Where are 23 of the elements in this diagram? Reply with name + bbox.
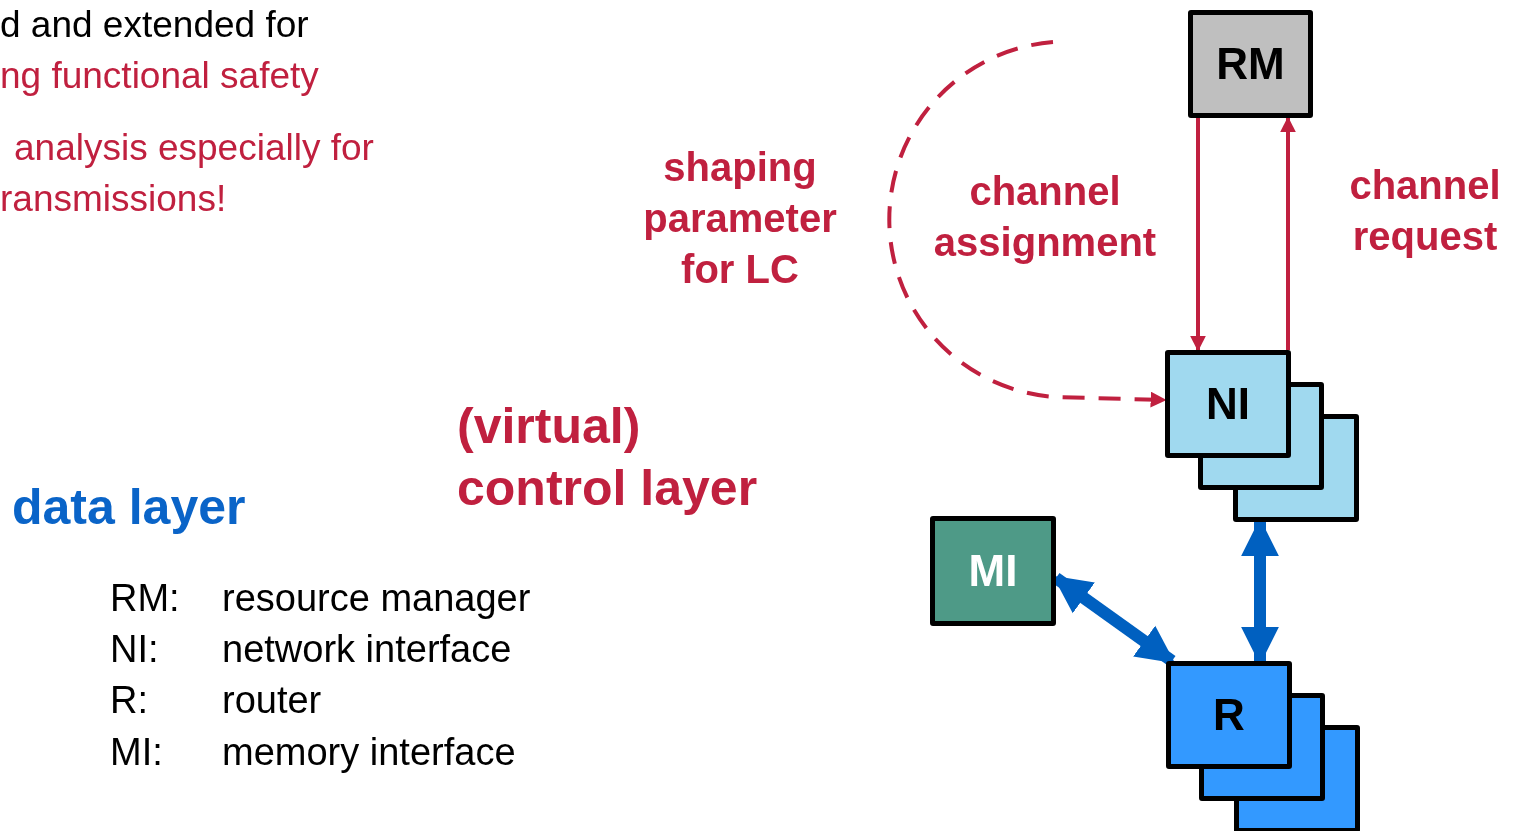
heading-text: d and extended for xyxy=(0,4,309,46)
layer-label: data layer xyxy=(12,478,246,536)
abbreviation-text: MI: xyxy=(110,731,163,774)
definition-text: resource manager xyxy=(222,577,531,620)
abbreviation-text: NI: xyxy=(110,628,159,671)
process-box: MI xyxy=(930,516,1056,626)
definition-text: memory interface xyxy=(222,731,516,774)
definition-text: router xyxy=(222,679,322,722)
stacked-boxes xyxy=(1165,350,1359,522)
arrow xyxy=(1280,116,1296,350)
heading-text: ransmissions! xyxy=(0,178,227,220)
node-label: R xyxy=(1212,689,1246,741)
heading-text: analysis especially for xyxy=(14,127,374,169)
definition-text: network interface xyxy=(222,628,512,671)
abbreviation-text: R: xyxy=(110,679,148,722)
arrow xyxy=(1190,118,1206,352)
heading-text: ng functional safety xyxy=(0,55,319,97)
node-label: NI xyxy=(1205,378,1251,430)
arrow xyxy=(887,40,1167,408)
process-box: RM xyxy=(1188,10,1313,118)
stacked-boxes xyxy=(1166,661,1360,831)
layer-label: (virtual) control layer xyxy=(457,397,759,518)
abbreviation-text: RM: xyxy=(110,577,180,620)
